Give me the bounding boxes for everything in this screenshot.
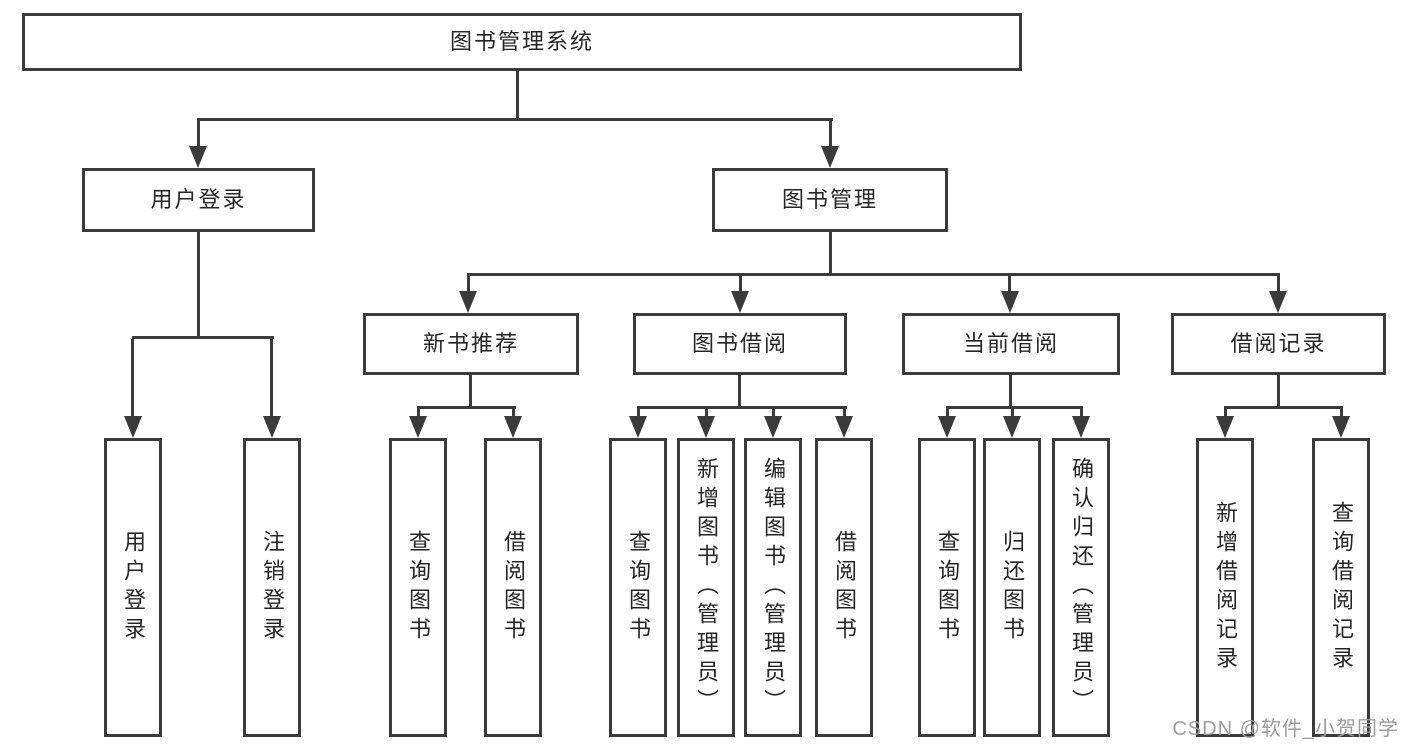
- connector-to-user-login: [197, 121, 200, 148]
- node-leaf-cb-query-book: 查询图书: [918, 438, 976, 737]
- node-leaf-bb-add-book: 新增图书（管理员）: [677, 438, 735, 737]
- connector-borrow-record-stem: [1277, 375, 1280, 409]
- connector-stub: [772, 409, 775, 418]
- arrow-down-icon: [1001, 291, 1019, 313]
- node-leaf-user-login: 用户登录: [104, 438, 162, 737]
- connector-book-borrow-split: [637, 406, 847, 409]
- node-book-borrow: 图书借阅: [633, 313, 847, 375]
- arrow-down-icon: [835, 416, 853, 438]
- arrow-down-icon: [1003, 416, 1021, 438]
- arrow-down-icon: [821, 146, 839, 168]
- arrow-down-icon: [697, 416, 715, 438]
- node-leaf-logout: 注销登录: [243, 438, 301, 737]
- connector-stub: [637, 409, 640, 418]
- arrow-down-icon: [938, 416, 956, 438]
- leaf-label: 新增借阅记录: [1213, 500, 1238, 675]
- arrow-down-icon: [1216, 416, 1234, 438]
- node-root: 图书管理系统: [22, 13, 1022, 71]
- connector-to-leaf-login: [131, 339, 134, 416]
- arrow-down-icon: [124, 416, 142, 438]
- arrow-down-icon: [1072, 416, 1090, 438]
- connector-to-current-borrow: [1008, 276, 1011, 291]
- connector-borrow-record-split: [1224, 406, 1343, 409]
- connector-root-stem: [516, 71, 519, 121]
- connector-stub: [1340, 409, 1343, 418]
- node-borrow-record: 借阅记录: [1171, 313, 1386, 375]
- connector-new-book-rec-split: [417, 406, 516, 409]
- node-leaf-bb-borrow-book: 借阅图书: [815, 438, 873, 737]
- connector-to-book-mgmt: [829, 121, 832, 148]
- node-book-mgmt: 图书管理: [712, 168, 948, 232]
- node-leaf-bb-query-book: 查询图书: [609, 438, 667, 737]
- arrow-down-icon: [764, 416, 782, 438]
- node-leaf-cb-return-book: 归还图书: [983, 438, 1041, 737]
- leaf-label: 注销登录: [260, 529, 285, 646]
- connector-new-book-rec-stem: [469, 375, 472, 409]
- arrow-down-icon: [504, 416, 522, 438]
- connector-book-borrow-stem: [738, 375, 741, 409]
- leaf-label: 查询借阅记录: [1329, 500, 1354, 675]
- arrow-down-icon: [1269, 291, 1287, 313]
- arrow-down-icon: [731, 291, 749, 313]
- node-user-login: 用户登录: [82, 168, 315, 232]
- connector-stub: [417, 409, 420, 418]
- connector-book-mgmt-split: [467, 273, 1280, 276]
- arrow-down-icon: [1332, 416, 1350, 438]
- leaf-label: 用户登录: [121, 529, 146, 646]
- connector-stub: [512, 409, 515, 418]
- leaf-label: 借阅图书: [832, 529, 857, 646]
- connector-to-new-book-rec: [467, 276, 470, 291]
- leaf-label: 借阅图书: [501, 529, 526, 646]
- connector-stub: [1011, 409, 1014, 418]
- arrow-down-icon: [263, 416, 281, 438]
- connector-stub: [946, 409, 949, 418]
- arrow-down-icon: [459, 291, 477, 313]
- connector-stub: [1080, 409, 1083, 418]
- connector-stub: [843, 409, 846, 418]
- connector-current-borrow-split: [946, 406, 1083, 409]
- node-leaf-rec-borrow-book: 借阅图书: [484, 438, 542, 737]
- node-leaf-cb-confirm-return: 确认归还（管理员）: [1052, 438, 1110, 737]
- connector-current-borrow-stem: [1009, 375, 1012, 409]
- connector-stub: [1224, 409, 1227, 418]
- node-leaf-br-query-record: 查询借阅记录: [1312, 438, 1370, 737]
- node-leaf-rec-query-book: 查询图书: [389, 438, 447, 737]
- leaf-label: 查询图书: [406, 529, 431, 646]
- leaf-label: 查询图书: [935, 529, 960, 646]
- connector-to-leaf-logout: [270, 339, 273, 416]
- arrow-down-icon: [409, 416, 427, 438]
- connector-stub: [705, 409, 708, 418]
- connector-to-book-borrow: [739, 276, 742, 291]
- connector-root-split: [197, 118, 833, 121]
- node-leaf-bb-edit-book: 编辑图书（管理员）: [744, 438, 802, 737]
- node-leaf-br-add-record: 新增借阅记录: [1196, 438, 1254, 737]
- node-new-book-rec: 新书推荐: [363, 313, 579, 375]
- leaf-label: 归还图书: [1000, 529, 1025, 646]
- node-current-borrow: 当前借阅: [902, 313, 1120, 375]
- csdn-watermark: CSDN @软件_小贺同学: [1172, 718, 1399, 740]
- leaf-label: 新增图书（管理员）: [694, 457, 719, 718]
- connector-to-borrow-record: [1277, 276, 1280, 291]
- leaf-label: 查询图书: [626, 529, 651, 646]
- connector-book-mgmt-stem: [829, 232, 832, 276]
- arrow-down-icon: [189, 146, 207, 168]
- arrow-down-icon: [629, 416, 647, 438]
- leaf-label: 编辑图书（管理员）: [761, 457, 786, 718]
- leaf-label: 确认归还（管理员）: [1069, 457, 1094, 718]
- connector-user-login-split: [132, 336, 274, 339]
- connector-user-login-stem: [197, 232, 200, 339]
